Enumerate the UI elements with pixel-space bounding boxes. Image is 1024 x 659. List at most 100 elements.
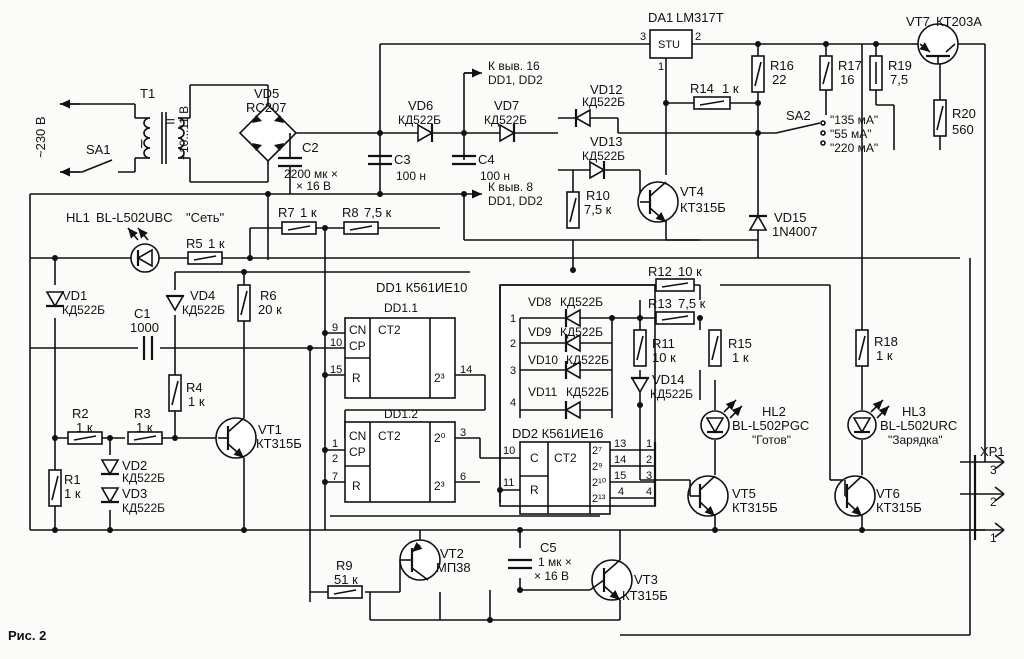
r7-ref: R7 [278, 205, 295, 220]
resistor-r4 [168, 374, 182, 412]
capacitor-c2 [278, 133, 302, 194]
c3-value: 100 н [396, 169, 426, 183]
tap-1: 1 [510, 313, 516, 325]
da1-ref: DA1 [648, 10, 673, 25]
vd12-ref: VD12 [590, 82, 623, 97]
resistor-r5 [187, 251, 223, 265]
r18-ref: R18 [874, 334, 898, 349]
vd8-part: КД522Б [560, 295, 603, 309]
diode-vd9 [520, 333, 612, 353]
vt6-part: КТ315Б [876, 500, 922, 515]
r14-ref: R14 [690, 81, 714, 96]
diode-vd11 [520, 400, 612, 420]
vd4-ref: VD4 [190, 288, 215, 303]
r6-value: 20 к [258, 302, 282, 317]
r18-value: 1 к [876, 348, 893, 363]
vd15-ref: VD15 [774, 210, 807, 225]
tap-4: 4 [510, 397, 516, 409]
dd1-2-pin-cn: 1 [332, 438, 338, 450]
resistor-r17 [819, 55, 833, 91]
resistor-r8 [343, 221, 379, 235]
r8-ref: R8 [342, 205, 359, 220]
diode-vd14 [630, 376, 650, 394]
c1-ref: C1 [134, 306, 151, 321]
r12-ref: R12 [648, 264, 672, 279]
vd3-part: КД522Б [122, 501, 165, 515]
dd1-2-cp: CP [349, 445, 366, 459]
dd2-pin-c: 10 [503, 445, 515, 457]
dd2-out-0: 2⁷ [592, 445, 602, 457]
resistor-r14 [693, 96, 731, 110]
r17-value: 16 [840, 72, 854, 87]
r9-value: 51 к [334, 572, 358, 587]
dd1-2-pin-out0: 3 [460, 427, 466, 439]
r1-value: 1 к [64, 486, 81, 501]
capacitor-c5 [508, 558, 532, 570]
r8-value: 7,5 к [364, 205, 392, 220]
vt3-ref: VT3 [634, 572, 658, 587]
dd2-c: C [530, 451, 539, 465]
c2-ref: C2 [302, 140, 319, 155]
vd8-ref: VD8 [528, 295, 552, 309]
sa1-label: SA1 [86, 142, 111, 157]
resistor-r15 [708, 329, 722, 367]
transistor-vt1 [215, 417, 257, 459]
ic-dd2 [519, 441, 657, 515]
dd2-pin-3: 4 [618, 486, 624, 498]
vd9-part: КД522Б [560, 325, 603, 339]
dd1-1-cp: CP [349, 339, 366, 353]
resistor-r11 [633, 329, 647, 367]
dd1-title: DD1 К561ИЕ10 [376, 280, 467, 295]
vd6-ref: VD6 [408, 98, 433, 113]
dd2-num-1: 2 [646, 454, 652, 466]
r13-ref: R13 [648, 296, 672, 311]
r16-ref: R16 [770, 58, 794, 73]
transistor-vt3 [589, 559, 633, 601]
vd4-part: КД522Б [182, 303, 225, 317]
r1-ref: R1 [64, 472, 81, 487]
capacitor-c4 [452, 154, 476, 166]
r14-value: 1 к [722, 81, 739, 96]
vd7-ref: VD7 [494, 98, 519, 113]
resistor-r1 [48, 469, 62, 507]
dd1-1-pin-out: 14 [460, 364, 472, 376]
dd2-num-3: 4 [646, 486, 652, 498]
vd5-ref: VD5 [254, 86, 279, 101]
da1-pin1: 1 [658, 61, 664, 73]
diode-matrix-frame [499, 284, 656, 507]
c5-ref: C5 [540, 540, 557, 555]
hl1-name: "Сеть" [186, 210, 225, 225]
vd14-part: КД522Б [650, 387, 693, 401]
r13-value: 7,5 к [678, 296, 706, 311]
r5-value: 1 к [208, 236, 225, 251]
diode-vd1 [45, 291, 65, 308]
vt4-ref: VT4 [680, 184, 704, 199]
resistor-r7 [281, 221, 317, 235]
dd2-pin-2: 15 [614, 470, 626, 482]
c4-value: 100 н [480, 169, 510, 183]
diode-vd2 [100, 459, 120, 476]
to8-line2: DD1, DD2 [488, 194, 543, 208]
resistor-r3 [127, 431, 163, 445]
regulator-da1 [649, 29, 693, 59]
vd15-part: 1N4007 [772, 224, 818, 239]
resistor-r16 [751, 55, 765, 93]
dd2-num-0: 1 [646, 438, 652, 450]
dd2-num-2: 3 [646, 470, 652, 482]
dd1-2-pin-cp: 2 [332, 453, 338, 465]
to16-line2: DD1, DD2 [488, 73, 543, 87]
vd7-part: КД522Б [484, 113, 527, 127]
c4-ref: C4 [478, 152, 495, 167]
labels: ~230 В SA1 T1 I II ~10...11 В VD5 RC207 … [8, 10, 1005, 643]
c2-value2: × 16 В [296, 179, 331, 193]
dd1-2-r: R [352, 479, 361, 493]
vd9-ref: VD9 [528, 325, 552, 339]
to8-line1: К выв. 8 [488, 180, 533, 194]
dd2-out-3: 2¹³ [592, 493, 606, 505]
r19-value: 7,5 [890, 72, 908, 87]
transistor-vt2 [399, 539, 441, 592]
r12-value: 10 к [678, 264, 702, 279]
xp1-pin-1: 1 [990, 531, 997, 545]
xp1-ref: XP1 [980, 444, 1005, 459]
